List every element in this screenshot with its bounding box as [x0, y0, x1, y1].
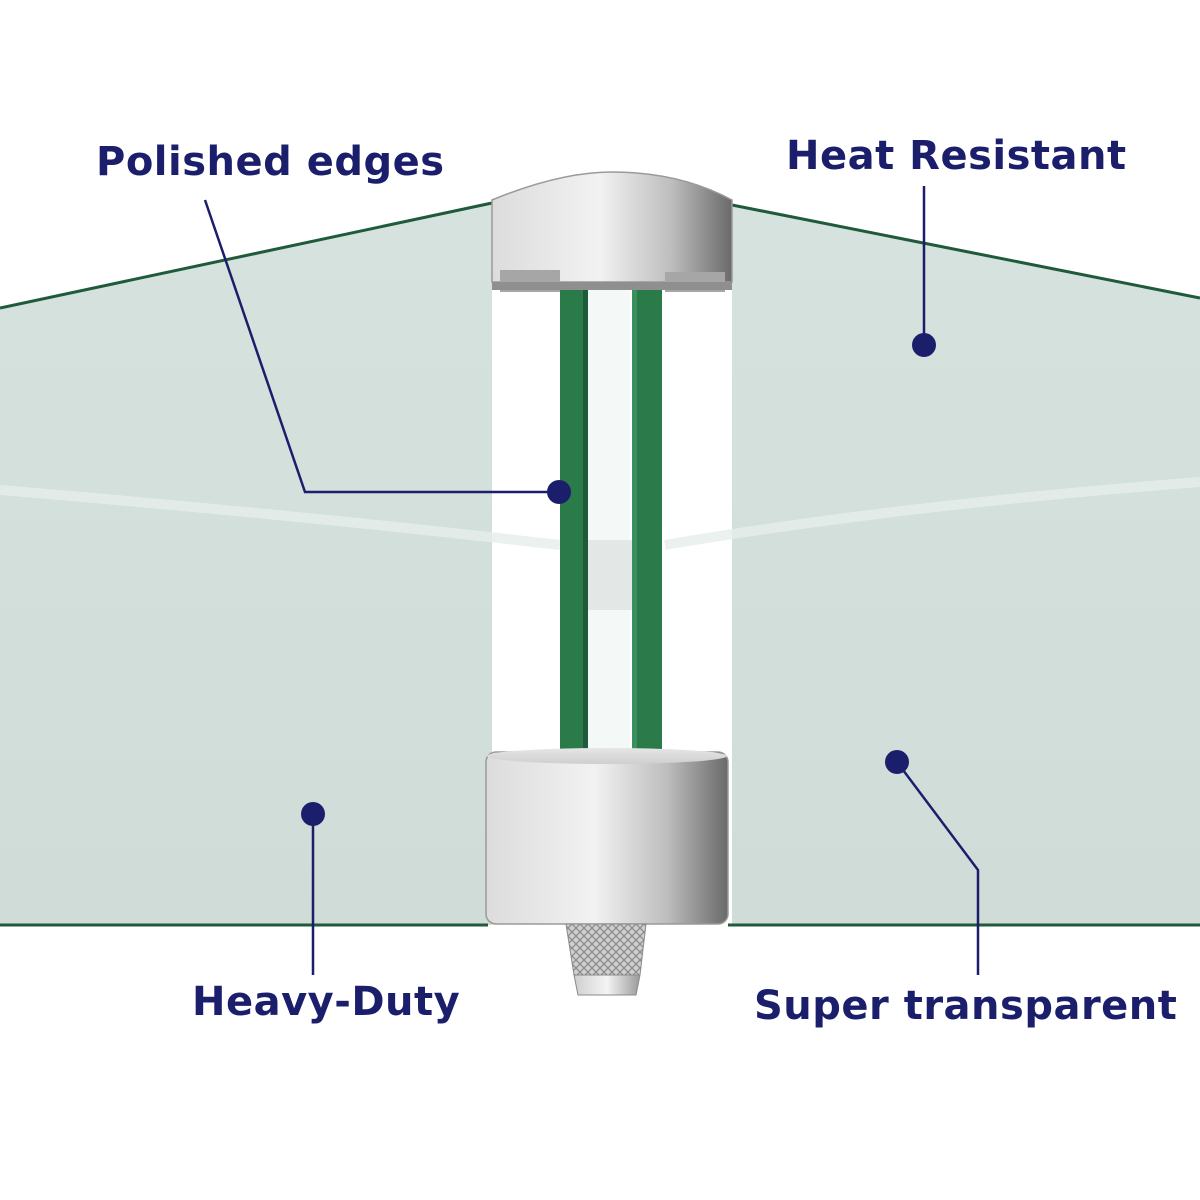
callout-dot-super-transparent — [885, 750, 909, 774]
label-super-transparent: Super transparent — [754, 983, 1178, 1029]
callout-lines — [203, 186, 980, 975]
callout-dot-heat-resistant — [912, 333, 936, 357]
glass-panels — [0, 201, 1200, 927]
glass-panel-right — [732, 205, 1200, 925]
bottom-clamp — [485, 748, 729, 925]
glass-edge-left-shade — [583, 280, 588, 755]
glass-edge-top-right — [731, 203, 1200, 300]
callout-dot-heavy-duty — [301, 802, 325, 826]
glass-gap — [588, 285, 630, 755]
callout-line-super-transparent — [896, 761, 980, 975]
callout-line-polished-edges — [203, 199, 560, 494]
glass-spacer — [588, 540, 632, 610]
label-heavy-duty: Heavy-Duty — [192, 979, 461, 1025]
glass-fold-line-left — [0, 485, 561, 550]
label-polished-edges: Polished edges — [96, 139, 445, 185]
callout-dots — [301, 333, 936, 826]
glass-edge-top-left — [0, 201, 493, 310]
adjusting-nut — [565, 923, 647, 996]
glass-fold-line-right — [664, 477, 1200, 550]
glass-panel-left — [0, 203, 492, 925]
callout-dot-polished-edges — [547, 480, 571, 504]
label-heat-resistant: Heat Resistant — [786, 133, 1127, 179]
glass-edge-right-highlight — [632, 280, 637, 755]
glass-vertical-edges — [560, 280, 662, 755]
top-corner-bracket — [491, 171, 733, 292]
